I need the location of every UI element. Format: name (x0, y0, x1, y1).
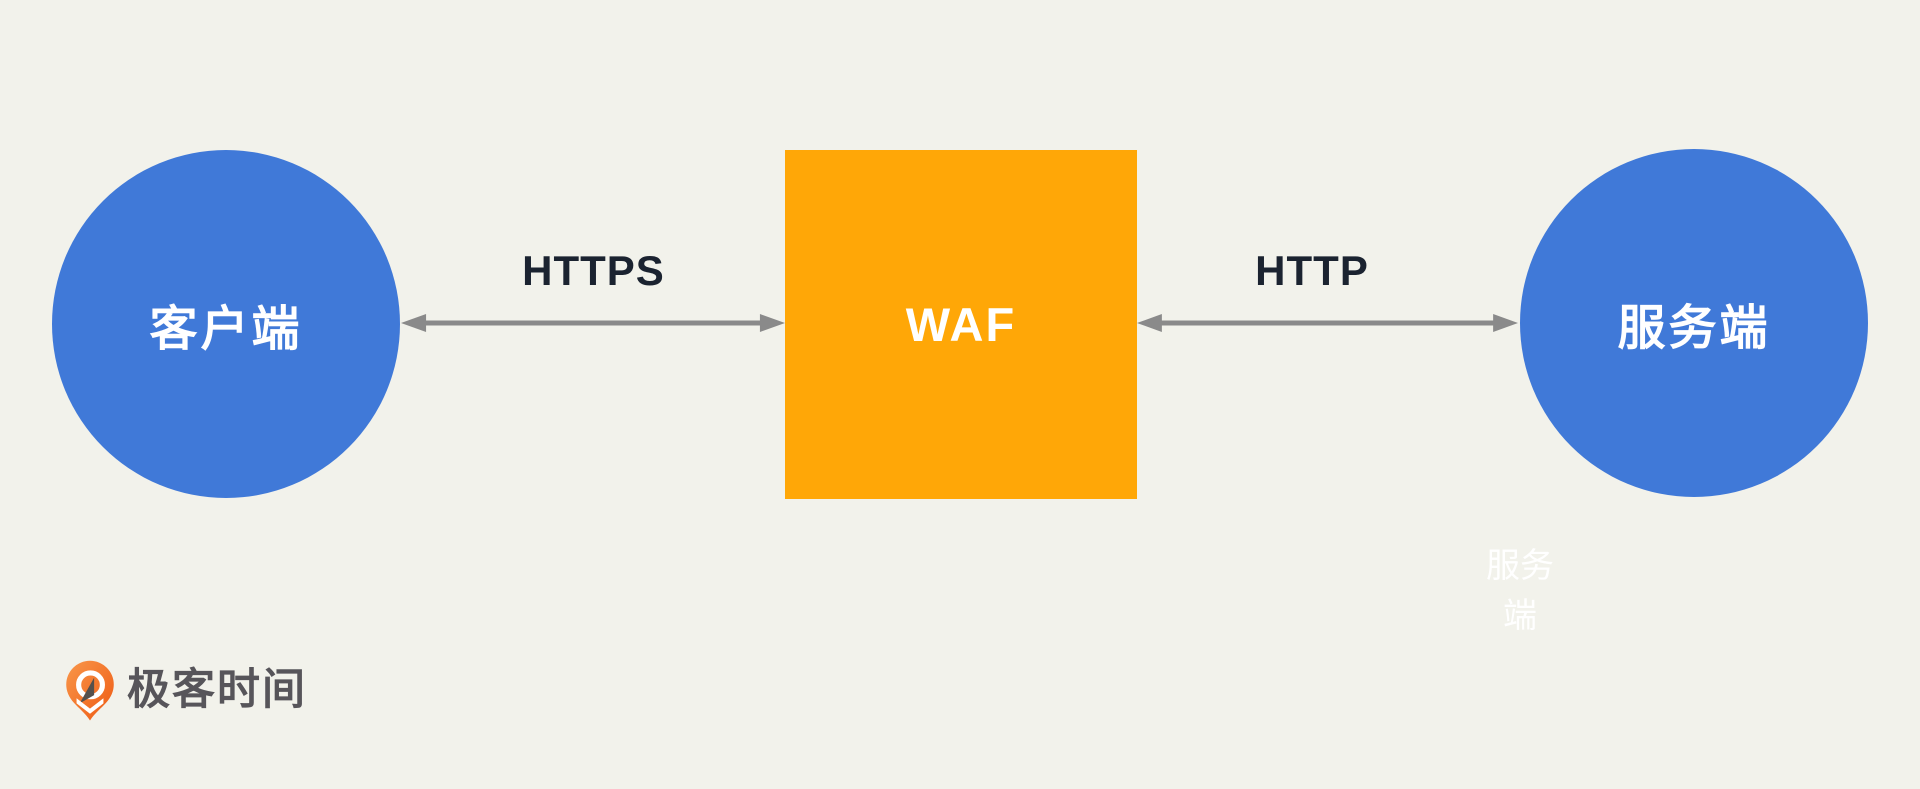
ghost-server-label: 服务 端 (1486, 547, 1554, 635)
double-arrow-waf-server-icon (1137, 314, 1518, 332)
server-node-label: 服务端 (1617, 302, 1771, 355)
geektime-pin-icon (66, 660, 114, 721)
http-link-label: HTTP (1255, 247, 1369, 294)
arrowhead-left-icon (1137, 314, 1162, 332)
geektime-logo: 极客时间 (64, 659, 307, 721)
server-node: 服务端 (1520, 149, 1868, 497)
waf-node-label: WAF (905, 298, 1017, 351)
geektime-wordmark: 极客时间 (127, 666, 307, 714)
client-node-label: 客户端 (149, 303, 303, 356)
https-link-label: HTTPS (522, 247, 665, 294)
arrowhead-right-icon (1493, 314, 1518, 332)
arrowhead-left-icon (401, 314, 427, 332)
pin-chevron (76, 698, 104, 714)
arrowhead-right-icon (759, 314, 785, 332)
waf-node: WAF (785, 150, 1137, 499)
client-node: 客户端 (52, 150, 400, 498)
double-arrow-client-waf-icon (401, 314, 785, 332)
